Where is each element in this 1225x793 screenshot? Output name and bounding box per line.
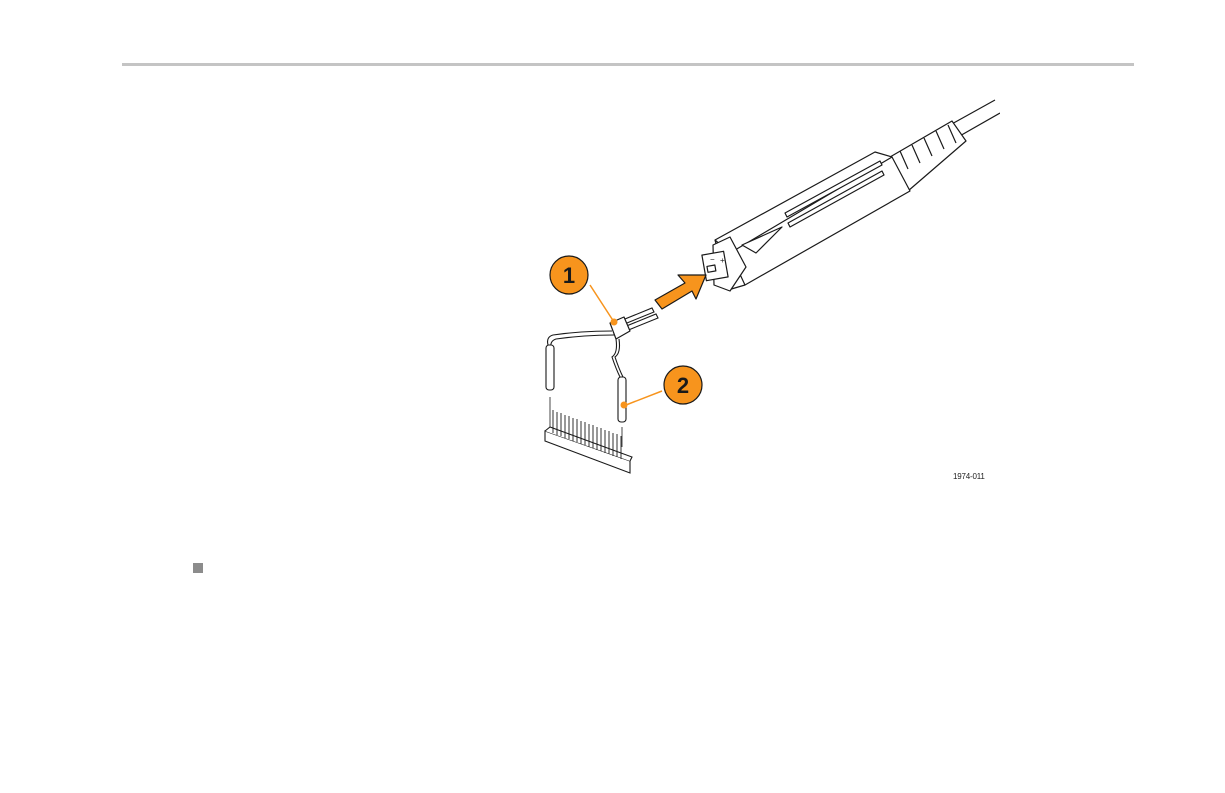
probe-adapter-illustration: + − <box>520 95 1000 490</box>
callout-1-number: 1 <box>563 263 575 288</box>
callout-2: 2 <box>621 366 703 409</box>
callout-2-number: 2 <box>677 373 689 398</box>
adapter-leads <box>548 331 623 377</box>
minus-mark: − <box>710 255 715 264</box>
end-of-section-marker <box>193 563 203 573</box>
figure-id-label: 1974-011 <box>953 472 985 481</box>
header-rule <box>122 63 1134 66</box>
callout-1: 1 <box>550 256 618 326</box>
insertion-arrow <box>655 275 706 309</box>
plus-mark: + <box>720 256 725 265</box>
lead-sockets <box>546 345 626 422</box>
